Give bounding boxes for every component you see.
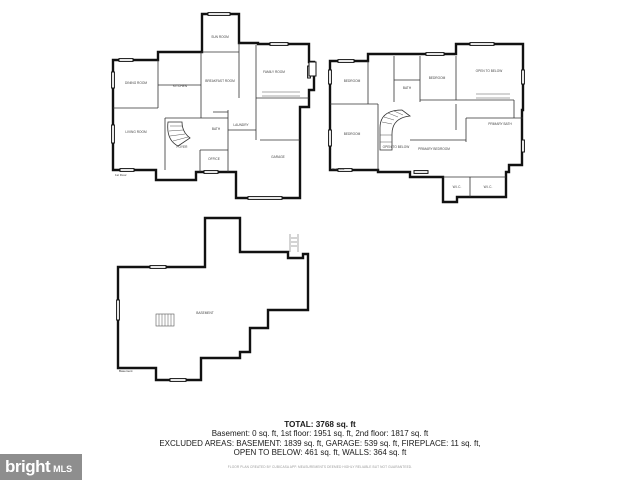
floor-areas: Basement: 0 sq. ft, 1st floor: 1951 sq. …	[211, 429, 429, 439]
area-summary: TOTAL: 3768 sq. ft Basement: 0 sq. ft, 1…	[0, 420, 640, 458]
second-floor-label: 2nd Floor	[332, 167, 345, 171]
second-floor-stairs	[379, 93, 510, 151]
basement-stairs	[155, 234, 299, 327]
bright-mls-logo: bright MLS	[0, 454, 82, 480]
excluded-areas-continued: OPEN TO BELOW: 461 sq. ft, WALLS: 364 sq…	[233, 448, 407, 458]
bedroom-c-label: BEDROOM	[344, 132, 361, 136]
first-floor-plan: 1st Floor SUN ROOM BREAKFAST ROOM FAMILY…	[111, 12, 317, 200]
living-room-label: LIVING ROOM	[125, 130, 147, 134]
bath-2-label: BATH	[403, 86, 412, 90]
dining-room-label: DINING ROOM	[125, 81, 147, 85]
laundry-label: LAUNDRY	[233, 123, 249, 127]
excluded-areas: EXCLUDED AREAS: BASEMENT: 1839 sq. ft, G…	[159, 438, 481, 448]
second-floor-plan: 2nd Floor BEDROOM BEDROOM BEDROOM OPEN T…	[328, 42, 525, 204]
open-to-below-b-label: OPEN TO BELOW	[383, 145, 410, 149]
disclaimer-text: FLOOR PLAN CREATED BY CUBICASA APP. MEAS…	[227, 465, 413, 469]
basement-floor-label: Basement	[119, 369, 133, 373]
garage-label: GARAGE	[271, 155, 285, 159]
kitchen-label: KITCHEN	[173, 84, 188, 88]
basement-room-label: BASEMENT	[196, 311, 214, 315]
office-label: OFFICE	[208, 157, 220, 161]
primary-bath-label: PRIMARY BATH	[488, 122, 512, 126]
bedroom-a-label: BEDROOM	[344, 79, 361, 83]
logo-suffix: MLS	[53, 464, 73, 474]
first-floor-stairs	[167, 91, 300, 147]
bedroom-b-label: BEDROOM	[429, 76, 446, 80]
breakfast-room-label: BREAKFAST ROOM	[205, 79, 235, 83]
logo-word: bright	[5, 457, 51, 476]
total-area: TOTAL: 3768 sq. ft	[284, 420, 356, 429]
open-to-below-a-label: OPEN TO BELOW	[476, 69, 503, 73]
family-room-label: FAMILY ROOM	[263, 70, 285, 74]
wic-b-label: W.I.C.	[484, 185, 493, 189]
sun-room-label: SUN ROOM	[211, 35, 229, 39]
basement-plan: Basement BASEMENT	[116, 216, 310, 382]
bath-1-label: BATH	[212, 127, 221, 131]
floor-plans: 1st Floor SUN ROOM BREAKFAST ROOM FAMILY…	[111, 12, 525, 382]
primary-bedroom-label: PRIMARY BEDROOM	[418, 147, 450, 151]
wic-a-label: W.I.C.	[453, 185, 462, 189]
first-floor-label: 1st Floor	[115, 173, 127, 177]
foyer-label: FOYER	[177, 145, 189, 149]
